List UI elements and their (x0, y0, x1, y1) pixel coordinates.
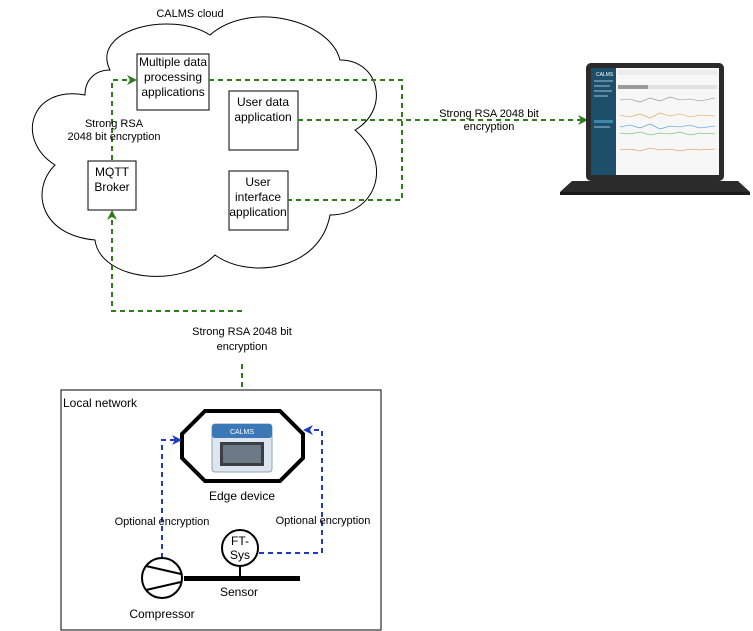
ui-app-label-2: interface (235, 190, 281, 204)
sensor-to-edge-link (259, 425, 323, 554)
ui-app-box (228, 170, 289, 231)
user-data-label-2: application (234, 110, 291, 124)
pipe-line (184, 576, 300, 581)
user-data-label-1: User data (237, 95, 289, 109)
compressor-symbol (141, 557, 183, 599)
mqtt-broker-box (87, 160, 137, 211)
laptop: CALMS (560, 63, 750, 195)
cloud-link-label-1: Strong RSA (85, 118, 144, 130)
compressor-label: Compressor (129, 607, 194, 621)
dashboard-logo: CALMS (596, 72, 614, 78)
sensor-label: Sensor (220, 585, 258, 599)
compressor-link-label: Optional encryption (115, 516, 210, 528)
sensor-symbol (221, 529, 259, 567)
edge-device-logo: CALMS (230, 429, 254, 436)
processing-box (136, 53, 210, 111)
mqtt-label-2: Broker (94, 180, 129, 194)
local-network-title: Local network (63, 396, 138, 410)
edge-link-label-1: Strong RSA 2048 bit (192, 326, 292, 338)
edge-link-label-2: encryption (217, 341, 268, 353)
processing-label-1: Multiple data (139, 55, 207, 69)
processing-label-3: applications (141, 85, 204, 99)
compressor-to-edge-link (161, 435, 182, 558)
processing-label-2: processing (144, 70, 202, 84)
edge-device-image: CALMS (211, 423, 273, 473)
processing-to-ui-link (209, 79, 403, 201)
cloud-title: CALMS cloud (156, 8, 223, 20)
ui-app-label-1: User (245, 175, 270, 189)
edge-device-label: Edge device (209, 489, 275, 503)
compressor-blade-top (145, 565, 182, 575)
laptop-base (560, 181, 750, 192)
laptop-link-label-2: encryption (464, 121, 515, 133)
compressor-blade-bottom (145, 581, 182, 591)
sensor-symbol-line-1: FT- (231, 534, 249, 548)
ui-app-label-3: application (229, 205, 286, 219)
edge-to-mqtt-link (107, 210, 242, 312)
cloud-link-label-2: 2048 bit encryption (68, 131, 161, 143)
user-data-box (228, 90, 299, 151)
laptop-link-label-1: Strong RSA 2048 bit (439, 108, 539, 120)
cloud-shape (31, 16, 378, 277)
sensor-symbol-line-2: Sys (230, 548, 250, 562)
mqtt-label-1: MQTT (95, 165, 130, 179)
sensor-link-label: Optional encryption (276, 515, 371, 527)
